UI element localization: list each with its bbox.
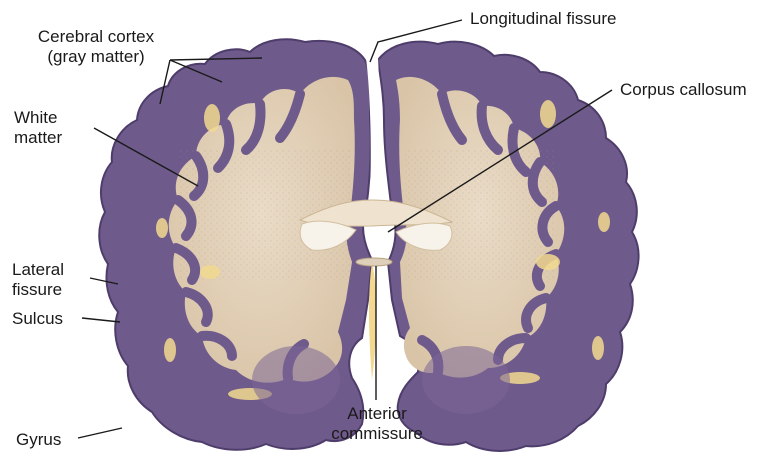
- label-anterior-commissure-line2: commissure: [322, 424, 432, 444]
- label-white-matter: White matter: [14, 108, 62, 148]
- label-cerebral-cortex-line2: (gray matter): [12, 47, 180, 67]
- leader-sulcus: [82, 318, 120, 322]
- label-gyrus: Gyrus: [16, 430, 61, 450]
- label-corpus-callosum: Corpus callosum: [620, 80, 747, 100]
- label-lateral-fissure-line1: Lateral: [12, 260, 64, 280]
- label-lateral-fissure: Lateral fissure: [12, 260, 64, 300]
- label-cerebral-cortex-line1: Cerebral cortex: [12, 27, 180, 47]
- label-lateral-fissure-line2: fissure: [12, 280, 64, 300]
- leader-gyrus: [78, 428, 122, 438]
- label-sulcus: Sulcus: [12, 309, 63, 329]
- right-temporal-base: [422, 346, 510, 414]
- label-anterior-commissure: Anterior commissure: [322, 404, 432, 444]
- label-white-matter-line1: White: [14, 108, 62, 128]
- label-white-matter-line2: matter: [14, 128, 62, 148]
- anterior-commissure-shape: [356, 258, 392, 266]
- label-longitudinal-fissure: Longitudinal fissure: [470, 9, 616, 29]
- label-anterior-commissure-line1: Anterior: [322, 404, 432, 424]
- label-cerebral-cortex: Cerebral cortex (gray matter): [12, 27, 180, 67]
